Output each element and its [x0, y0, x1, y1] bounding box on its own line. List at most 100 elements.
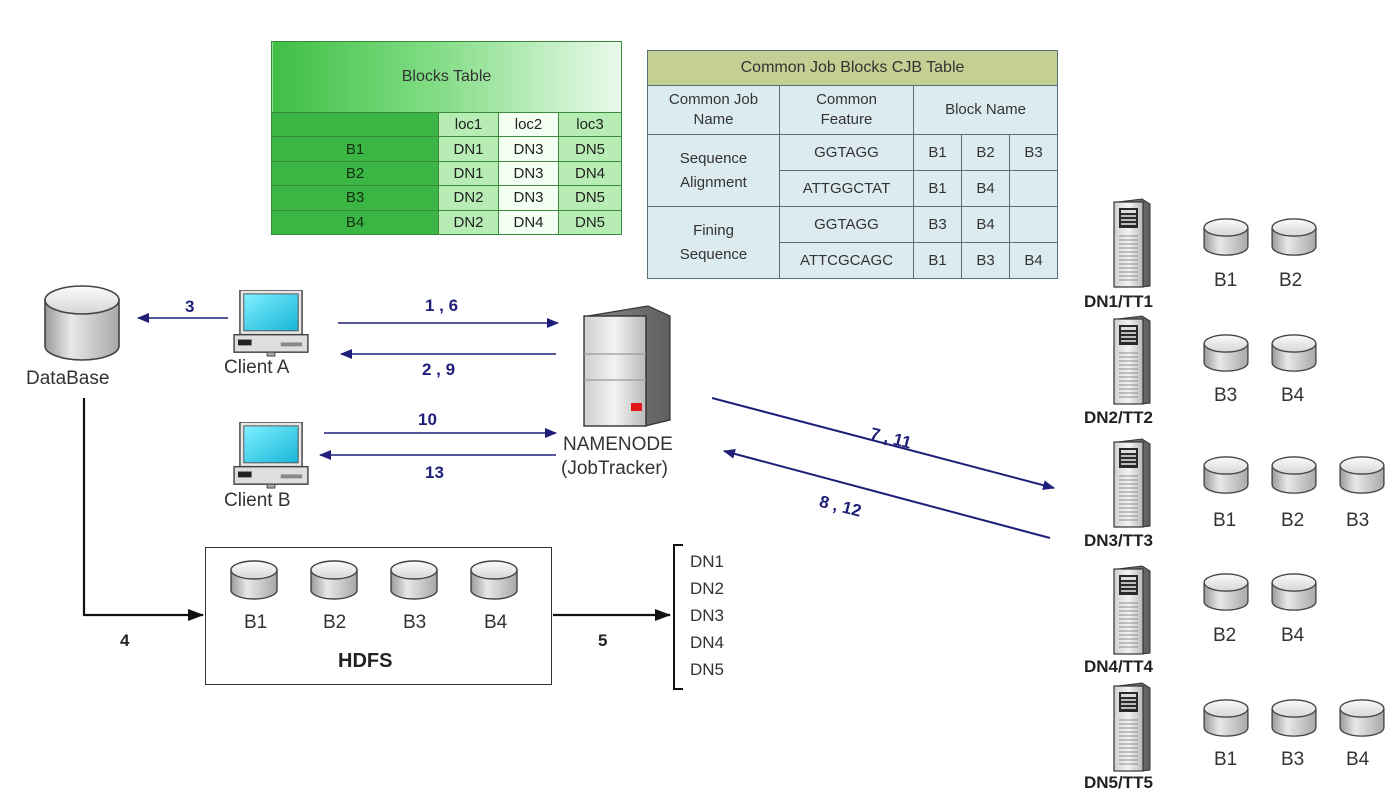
cjb-block-cell: B3	[913, 206, 962, 243]
dn-block-label: B3	[1346, 510, 1370, 531]
disk-icon	[1271, 699, 1317, 737]
cjb-feature-cell: ATTGGCTAT	[779, 170, 914, 207]
disk-icon	[390, 560, 438, 600]
loc-cell: DN3	[498, 160, 559, 187]
arrow-label-4: 4	[120, 631, 130, 650]
cjb-block-cell: B4	[1008, 242, 1059, 279]
hdfs-label: HDFS	[338, 650, 393, 672]
hdfs-block-label: B1	[244, 612, 268, 633]
blocks-table-col-header: loc3	[557, 112, 623, 138]
dn-block-label: B4	[1281, 385, 1305, 406]
table-row: ATTGGCTAT B1 B4	[648, 170, 1059, 207]
disk-icon	[1203, 699, 1249, 737]
datanode-label: DN5/TT5	[1084, 773, 1153, 792]
loc-cell: DN3	[498, 136, 559, 162]
disk-icon	[310, 560, 358, 600]
dn-disks	[1203, 218, 1385, 737]
cjb-table-title: Common Job Blocks CJB Table	[646, 50, 1059, 86]
loc-cell: DN4	[557, 160, 623, 187]
cjb-block-cell: B4	[961, 206, 1010, 243]
cjb-header-job: Common Job Name	[647, 85, 780, 135]
loc-cell: DN3	[498, 185, 559, 211]
cjb-block-cell	[1008, 170, 1059, 207]
dn3-server-icon	[1113, 438, 1151, 528]
client-a-label: Client A	[224, 357, 290, 378]
hdfs-block-label: B4	[484, 612, 508, 633]
arrow-namenode-to-datanodes	[711, 397, 1055, 491]
dn-list-item: DN4	[690, 633, 725, 652]
jobtracker-label: (JobTracker)	[561, 458, 668, 479]
loc-cell: DN5	[557, 185, 623, 211]
dn5-server-icon	[1113, 682, 1151, 772]
dn4-server-icon	[1113, 565, 1151, 655]
datanode-label: DN3/TT3	[1084, 531, 1153, 550]
block-id-cell: B4	[271, 209, 439, 236]
database-label: DataBase	[26, 368, 110, 389]
blocks-table-col-header: loc2	[498, 112, 559, 138]
cjb-block-cell: B1	[913, 242, 962, 279]
loc-cell: DN4	[498, 209, 559, 236]
disk-icon	[1339, 699, 1385, 737]
dn-block-label: B1	[1214, 749, 1238, 770]
loc-cell: DN1	[438, 160, 499, 187]
namenode-label: NAMENODE	[563, 434, 673, 455]
cjb-block-cell: B3	[1008, 134, 1059, 171]
cjb-block-cell	[1008, 206, 1059, 243]
disk-icon	[1271, 456, 1317, 494]
blocks-table-title: Blocks Table	[270, 40, 623, 114]
table-row: B1 DN1 DN3 DN5	[271, 136, 623, 162]
dn-block-label: B2	[1213, 625, 1237, 646]
block-id-cell: B2	[271, 160, 439, 187]
dn-block-label: B2	[1281, 510, 1305, 531]
loc-cell: DN5	[557, 136, 623, 162]
block-id-cell: B1	[271, 136, 439, 162]
dn1-server-icon	[1113, 198, 1151, 288]
dn-block-label: B2	[1279, 270, 1303, 291]
table-row: B4 DN2 DN4 DN5	[271, 209, 623, 236]
cjb-block-cell: B1	[913, 170, 962, 207]
disk-icon	[1203, 456, 1249, 494]
arrow-datanodes-to-namenode	[723, 449, 1051, 539]
arrow-label-1-6: 1 , 6	[425, 296, 459, 315]
arrow-label-5: 5	[598, 631, 608, 650]
loc-cell: DN1	[438, 136, 499, 162]
namenode-server-icon	[583, 305, 671, 427]
dn-block-label: B4	[1281, 625, 1305, 646]
dn-list-item: DN2	[690, 579, 725, 598]
disk-icon	[1203, 573, 1249, 611]
dn-list-item: DN1	[690, 552, 725, 571]
dn-block-label: B4	[1346, 749, 1370, 770]
arrow-db-to-hdfs	[82, 398, 204, 621]
disk-icon	[1203, 218, 1249, 256]
loc-cell: DN2	[438, 209, 499, 236]
loc-cell: DN5	[557, 209, 623, 236]
cjb-feature-cell: GGTAGG	[779, 134, 914, 171]
dn-block-label: B3	[1214, 385, 1238, 406]
cjb-job-cell: Fining Sequence	[647, 206, 780, 279]
cjb-table: Common Job Blocks CJB Table Common Job N…	[646, 50, 1059, 279]
disk-icon	[470, 560, 518, 600]
datanode-label: DN4/TT4	[1084, 657, 1153, 676]
disk-icon	[1271, 334, 1317, 372]
block-id-cell: B3	[271, 185, 439, 211]
cjb-header-blocks: Block Name	[912, 85, 1059, 135]
dn-block-label: B1	[1213, 510, 1237, 531]
dn-list-item: DN3	[690, 606, 725, 625]
disk-icon	[230, 560, 278, 600]
arrow-label-10: 10	[418, 410, 437, 429]
hdfs-block-label: B3	[403, 612, 427, 633]
client-b-icon	[233, 422, 309, 489]
cjb-header-feature: Common Feature	[779, 85, 914, 135]
blocks-table-corner	[271, 112, 439, 138]
cjb-block-cell: B4	[961, 170, 1010, 207]
arrow-label-3: 3	[185, 297, 195, 316]
dn-block-label: B1	[1214, 270, 1238, 291]
cjb-block-cell: B3	[961, 242, 1010, 279]
dn-list-bracket	[673, 544, 683, 690]
cjb-job-cell: Sequence Alignment	[647, 134, 780, 207]
disk-icon	[1271, 573, 1317, 611]
cjb-block-cell: B1	[913, 134, 962, 171]
disk-icon	[1203, 334, 1249, 372]
table-row: B2 DN1 DN3 DN4	[271, 160, 623, 187]
loc-cell: DN2	[438, 185, 499, 211]
